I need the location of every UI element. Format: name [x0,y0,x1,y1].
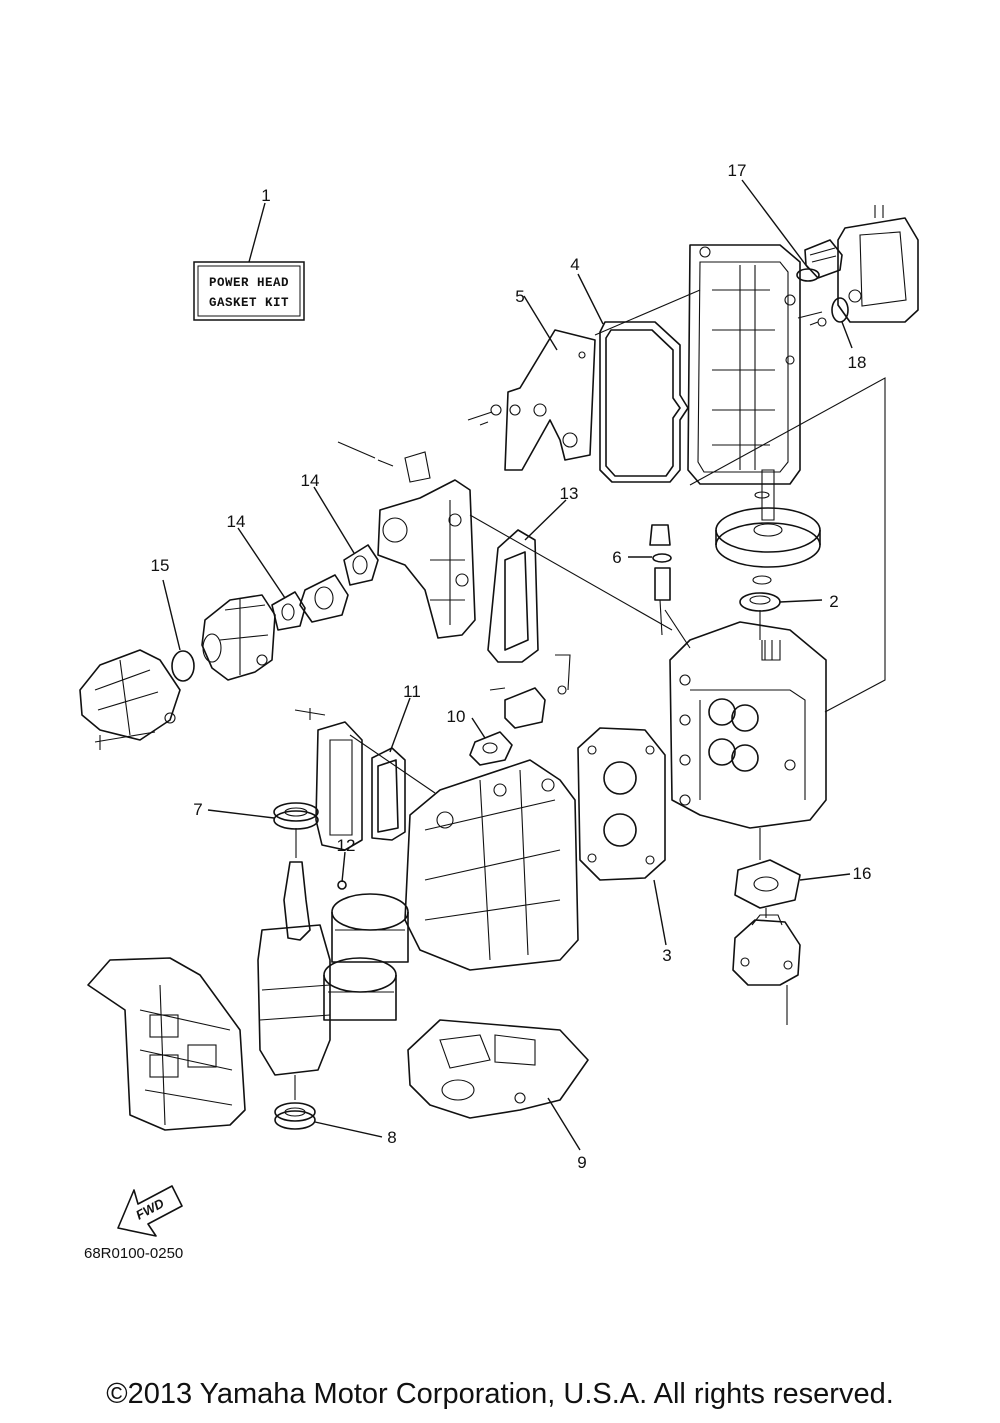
carburetor[interactable] [201,594,276,681]
flywheel-pulley[interactable] [715,469,821,585]
water-pump-gasket[interactable] [734,859,801,909]
callout-18: 18 [848,353,867,372]
fwd-label: FWD [133,1195,167,1222]
oil-seal-8[interactable] [274,1102,316,1130]
kit-box-line1: POWER HEAD [209,276,289,290]
forward-arrow-icon: FWD [117,1185,183,1237]
oil-filler-cap[interactable] [804,239,843,279]
oil-seal-7[interactable] [273,802,319,830]
callout-1: 1 [261,186,270,205]
callout-7: 7 [193,800,202,819]
crankshaft[interactable] [257,861,331,1100]
callout-3: 3 [662,946,671,965]
cylinder-head-gasket[interactable] [577,727,666,881]
callout-6: 6 [612,548,621,567]
kit-box-line2: GASKET KIT [209,296,289,310]
callout-4: 4 [570,255,579,274]
crankcase[interactable] [404,759,579,971]
diagram-code: 68R0100-0250 [84,1245,183,1262]
power-head-gasket-kit-box[interactable]: POWER HEAD GASKET KIT [193,202,305,321]
intake-gasket-14-a[interactable] [343,544,379,586]
callout-2: 2 [829,592,838,611]
o-ring-15[interactable] [171,650,195,682]
callout-11: 11 [403,682,421,701]
intake-spacer[interactable] [299,574,349,623]
callout-12: 12 [337,836,356,855]
callout-numbers: 1 2 3 4 5 6 7 8 9 10 11 12 13 14 14 15 1… [151,161,872,1172]
fuel-pump[interactable] [837,205,919,323]
callout-8: 8 [387,1128,396,1147]
oil-seal-2[interactable] [739,592,781,612]
exhaust-cover[interactable] [294,708,363,851]
cylinder-head-cover-gasket[interactable] [599,321,689,483]
callout-9: 9 [577,1153,586,1172]
callout-10: 10 [447,707,466,726]
intake-gasket-14-b[interactable] [271,591,306,631]
callout-17: 17 [728,161,747,180]
water-pump-housing[interactable] [732,914,801,1025]
callout-15: 15 [151,556,170,575]
anode-valve[interactable] [649,524,691,649]
thermostat[interactable] [489,654,571,729]
long-bolt [94,731,156,750]
breather-plate[interactable] [504,329,596,471]
crankcase-gasket[interactable] [407,1019,589,1119]
copyright-notice: ©2013 Yamaha Motor Corporation, U.S.A. A… [106,1378,894,1410]
callout-13: 13 [560,484,579,503]
silencer[interactable] [79,649,181,741]
lower-crankcase[interactable] [87,957,246,1131]
callout-14-b: 14 [227,512,246,531]
intake-manifold[interactable] [337,441,476,639]
o-ring-17[interactable] [796,268,820,282]
leader-lines [162,179,853,1151]
pistons[interactable] [323,893,409,1021]
o-ring-18[interactable] [831,297,849,323]
callout-16: 16 [853,864,872,883]
exhaust-gasket[interactable] [487,529,539,663]
callout-5: 5 [515,287,524,306]
cylinder-head[interactable] [669,621,827,829]
cylinder-head-cover[interactable] [687,244,801,485]
callout-14-a: 14 [301,471,320,490]
thermostat-gasket[interactable] [469,731,513,766]
pin-clip-12[interactable] [337,880,347,890]
